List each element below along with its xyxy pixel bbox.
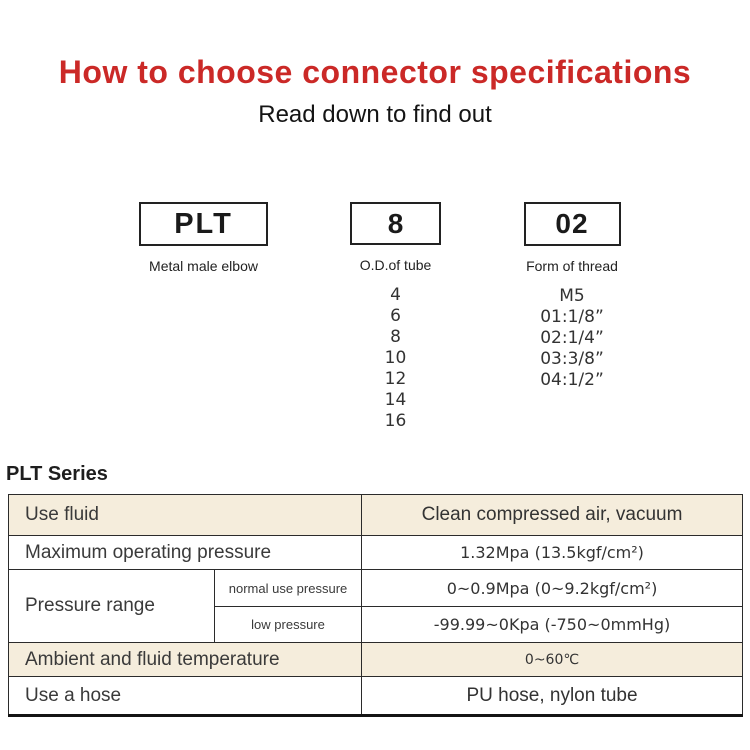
tube-size-option: 10 xyxy=(384,348,407,368)
spec-table: Use fluid Clean compressed air, vacuum M… xyxy=(7,494,744,717)
selector-column-model: PLT Metal male elbow xyxy=(128,202,279,274)
row-label-use-fluid: Use fluid xyxy=(7,494,363,536)
table-row-pressure-normal: Pressure range normal use pressure 0~0.9… xyxy=(8,569,744,643)
thread-form-option: 01:1/8” xyxy=(540,307,604,327)
thread-form-label: Form of thread xyxy=(526,258,618,274)
thread-code: 02 xyxy=(555,208,589,239)
tube-size-option: 6 xyxy=(390,306,401,326)
selector-column-thread: 02 Form of thread M5 01:1/8” 02:1/4” 03:… xyxy=(500,202,644,391)
table-row-hose: Use a hose PU hose, nylon tube xyxy=(7,676,744,716)
thread-form-option: 04:1/2” xyxy=(540,370,604,390)
row-label-pressure-range: Pressure range xyxy=(8,569,215,643)
table-row-use-fluid: Use fluid Clean compressed air, vacuum xyxy=(7,494,744,536)
thread-form-option: 03:3/8” xyxy=(540,349,604,369)
table-row-pressure-low: low pressure -99.99~0Kpa (-750~0mmHg) xyxy=(9,606,744,643)
tube-size-label: O.D.of tube xyxy=(359,257,432,273)
thread-form-options: M5 01:1/8” 02:1/4” 03:3/8” 04:1/2” xyxy=(500,286,644,391)
thread-form-option: M5 xyxy=(559,286,585,306)
row-value-normal-pressure: 0~0.9Mpa (0~9.2kgf/cm²) xyxy=(361,569,744,607)
row-label-hose: Use a hose xyxy=(7,676,363,716)
row-value-hose: PU hose, nylon tube xyxy=(361,676,744,716)
row-value-low-pressure: -99.99~0Kpa (-750~0mmHg) xyxy=(361,606,744,643)
tube-size-options: 4 6 8 10 12 14 16 xyxy=(330,285,461,432)
model-code-box: PLT xyxy=(139,202,268,246)
thread-form-option: 02:1/4” xyxy=(540,328,604,348)
selector-column-tube-size: 8 O.D.of tube 4 6 8 10 12 14 16 xyxy=(330,202,461,432)
table-row-temperature: Ambient and fluid temperature 0~60℃ xyxy=(7,642,744,677)
row-value-max-pressure: 1.32Mpa (13.5kgf/cm²) xyxy=(361,535,744,570)
thread-code-box: 02 xyxy=(523,202,621,246)
row-label-temperature: Ambient and fluid temperature xyxy=(7,642,363,677)
tube-size-option: 4 xyxy=(390,285,401,305)
model-code-label: Metal male elbow xyxy=(149,258,258,274)
sub-label-normal-pressure: normal use pressure xyxy=(213,569,363,607)
model-code: PLT xyxy=(174,207,233,240)
tube-size-option: 12 xyxy=(384,369,407,389)
tube-size-code-box: 8 xyxy=(350,202,441,245)
tube-size-option: 16 xyxy=(384,411,407,431)
tube-size-code: 8 xyxy=(387,207,404,239)
series-heading: PLT Series xyxy=(6,463,108,485)
row-value-use-fluid: Clean compressed air, vacuum xyxy=(361,494,744,536)
sub-label-low-pressure: low pressure xyxy=(213,606,363,643)
tube-size-option: 14 xyxy=(384,390,407,410)
tube-size-option: 8 xyxy=(390,327,401,347)
row-value-temperature: 0~60℃ xyxy=(361,642,744,677)
row-label-max-pressure: Maximum operating pressure xyxy=(7,535,363,570)
page-title: How to choose connector specifications xyxy=(58,54,692,90)
page-subtitle: Read down to find out xyxy=(258,101,492,128)
table-row-max-pressure: Maximum operating pressure 1.32Mpa (13.5… xyxy=(7,535,744,570)
